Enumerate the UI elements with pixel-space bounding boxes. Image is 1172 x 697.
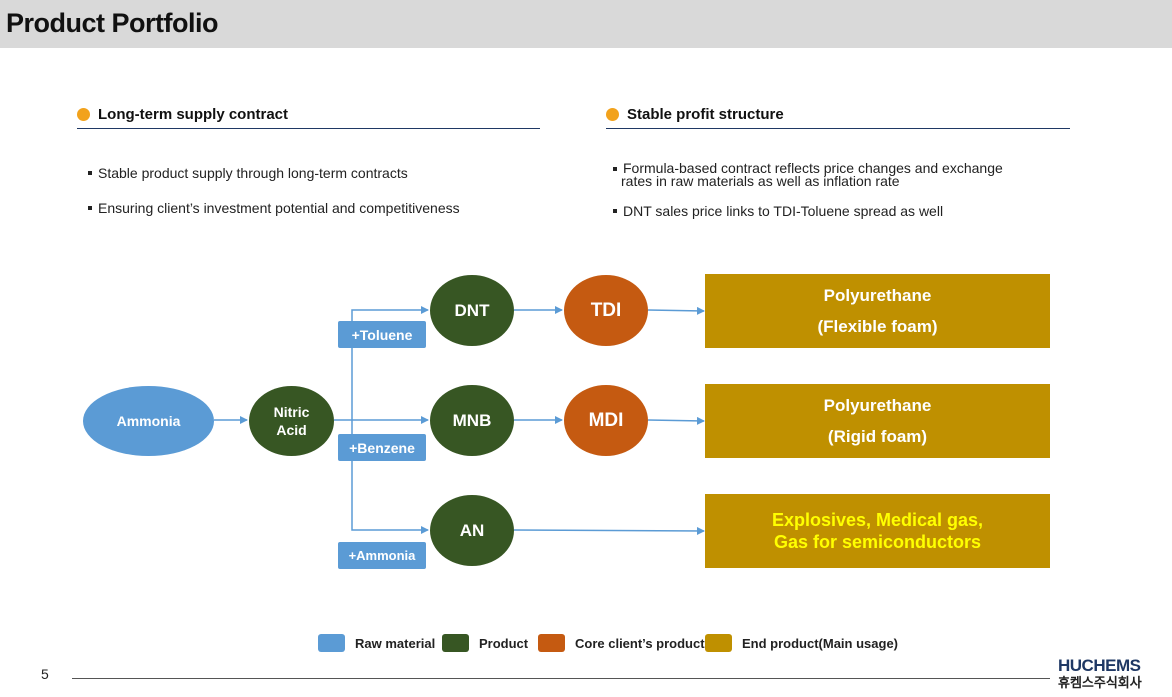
left-bullet-1: Stable product supply through long-term …	[88, 166, 408, 180]
arrow-to-dnt	[351, 306, 429, 420]
bullet-dot-icon	[77, 108, 90, 121]
legend-end-product-label: End product(Main usage)	[742, 635, 898, 651]
node-nitric-acid-label-line1: Nitric	[273, 404, 310, 420]
logo-sub-text: 휴켐스주식회사	[1058, 675, 1142, 690]
end-product-explosives-line1: Explosives, Medical gas,	[771, 510, 984, 530]
end-product-rigid-foam-line2: (Rigid foam)	[827, 427, 928, 446]
legend-raw-material-label: Raw material	[355, 635, 436, 651]
left-section-divider	[77, 128, 540, 129]
node-ammonia-label: Ammonia	[116, 413, 181, 429]
left-bullet-1-text: Stable product supply through long-term …	[98, 165, 408, 181]
tag-toluene: +Toluene	[338, 321, 426, 348]
node-nitric-acid-label-line2: Acid	[276, 422, 307, 438]
node-dnt: DNT	[430, 275, 514, 346]
logo-main-text: HUCHEMS	[1058, 656, 1141, 675]
bullet-dot-icon	[606, 108, 619, 121]
page-number: 5	[41, 666, 49, 682]
legend-core-client-product: Core client’s product	[538, 634, 705, 652]
footer-divider	[72, 678, 1050, 679]
arrow-mdi-to-rigid-foam	[647, 416, 705, 425]
legend-raw-material: Raw material	[318, 634, 435, 652]
node-mnb-label: MNB	[452, 410, 492, 430]
node-ammonia: Ammonia	[83, 386, 214, 456]
left-section-heading-text: Long-term supply contract	[98, 106, 289, 123]
left-bullet-2-text: Ensuring client’s investment potential a…	[98, 200, 460, 216]
company-logo: HUCHEMS 휴켐스주식회사	[1058, 657, 1158, 691]
node-mdi: MDI	[564, 385, 648, 456]
arrow-an-to-explosives	[513, 526, 705, 535]
right-bullet-2: DNT sales price links to TDI-Toluene spr…	[613, 204, 943, 218]
legend-product-label: Product	[479, 635, 529, 651]
tag-ammonia: +Ammonia	[338, 542, 426, 569]
left-section-heading: Long-term supply contract	[77, 106, 288, 123]
legend-product: Product	[442, 634, 528, 652]
node-tdi: TDI	[564, 275, 648, 346]
left-bullet-2: Ensuring client’s investment potential a…	[88, 201, 460, 215]
legend-swatch-product	[442, 634, 469, 652]
node-an: AN	[430, 495, 514, 566]
node-nitric-acid: Nitric Acid	[249, 386, 334, 456]
end-product-rigid-foam: Polyurethane (Rigid foam)	[705, 384, 1050, 458]
legend-core-client-product-label: Core client’s product	[575, 635, 705, 651]
right-bullet-1-text-line2: rates in raw materials as well as inflat…	[621, 173, 900, 189]
end-product-explosives-line2: Gas for semiconductors	[773, 532, 982, 552]
page-title: Product Portfolio	[6, 8, 218, 38]
title-bar: Product Portfolio	[0, 0, 1172, 48]
square-bullet-icon	[613, 209, 617, 213]
right-section-heading-text: Stable profit structure	[627, 106, 784, 123]
node-mdi-label: MDI	[588, 409, 624, 431]
end-product-flexible-foam: Polyurethane (Flexible foam)	[705, 274, 1050, 348]
end-product-explosives: Explosives, Medical gas, Gas for semicon…	[705, 494, 1050, 568]
node-mnb: MNB	[430, 385, 514, 456]
tag-benzene: +Benzene	[338, 434, 426, 461]
right-bullet-1-text-line1: Formula-based contract reflects price ch…	[623, 160, 1003, 176]
node-tdi-label: TDI	[590, 299, 622, 321]
square-bullet-icon	[88, 171, 92, 175]
end-product-rigid-foam-line1: Polyurethane	[823, 396, 932, 415]
square-bullet-icon	[613, 167, 617, 171]
square-bullet-icon	[88, 206, 92, 210]
right-section-divider	[606, 128, 1070, 129]
right-section-heading: Stable profit structure	[606, 106, 784, 123]
arrow-tdi-to-flexible-foam	[647, 306, 705, 315]
node-dnt-label: DNT	[454, 300, 490, 320]
legend-end-product: End product(Main usage)	[705, 634, 898, 652]
node-an-label: AN	[459, 520, 485, 540]
right-bullet-2-text: DNT sales price links to TDI-Toluene spr…	[623, 203, 944, 219]
legend-swatch-raw-material	[318, 634, 345, 652]
end-product-flexible-foam-line1: Polyurethane	[823, 286, 932, 305]
end-product-flexible-foam-line2: (Flexible foam)	[817, 317, 938, 336]
legend-swatch-core-client-product	[538, 634, 565, 652]
legend-swatch-end-product	[705, 634, 732, 652]
right-bullet-1: Formula-based contract reflects price ch…	[613, 160, 1003, 189]
